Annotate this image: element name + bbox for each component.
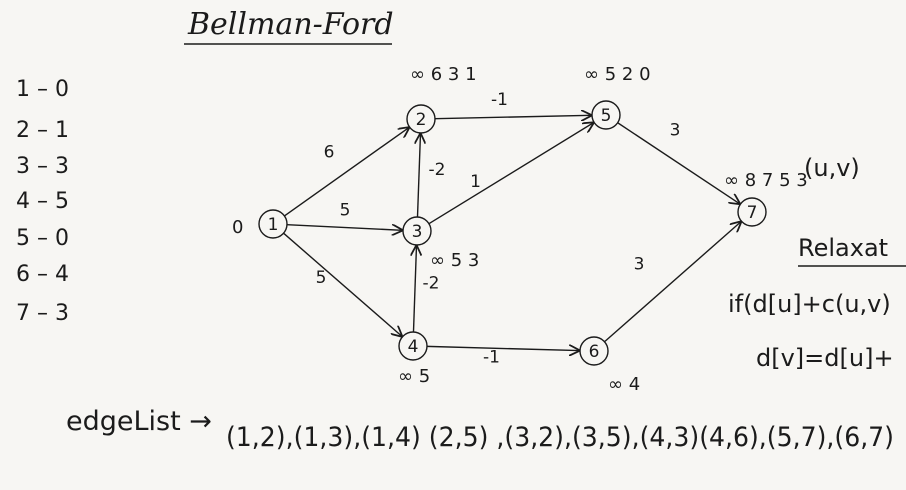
dist-row-3: 3 – 3: [16, 154, 69, 179]
node-circle-4: [398, 331, 428, 361]
dist-row-2: 2 – 1: [16, 118, 69, 143]
node-annotations: 0 ∞ 6 3 1 ∞ 5 3 ∞ 5 ∞ 5 2 0 ∞ 4 ∞ 8 7 5 …: [232, 64, 808, 395]
edge-list-label: edgeList →: [66, 406, 212, 437]
node-5: 5: [591, 100, 621, 130]
annotation-node-3: ∞ 5 3: [430, 250, 479, 271]
node-circle-3: [402, 216, 432, 246]
annotation-node-2: ∞ 6 3 1: [410, 64, 477, 85]
edge-weight-1-2: 6: [324, 143, 335, 163]
node-2: 2: [406, 104, 436, 134]
node-label-3: 3: [412, 222, 423, 242]
node-1: 1: [258, 209, 288, 239]
node-circle-1: [258, 209, 288, 239]
node-circle-5: [591, 100, 621, 130]
distance-table: 1 – 0 2 – 1 3 – 3 4 – 5 5 – 0 6 – 4 7 – …: [16, 77, 69, 326]
node-label-1: 1: [268, 215, 279, 235]
edge-weight-3-5: 1: [470, 172, 481, 192]
edge-2-5: [434, 115, 591, 118]
annotation-node-6: ∞ 4: [608, 374, 640, 395]
edge-weight-2-5: -1: [491, 90, 508, 110]
edge-1-3: [286, 223, 402, 231]
annotation-node-7: ∞ 8 7 5 3: [724, 170, 808, 191]
pair-label: (u,v): [804, 154, 860, 182]
edge-1-2: [284, 128, 408, 217]
edge-list: (1,2),(1,3),(1,4) (2,5) ,(3,2),(3,5),(4,…: [226, 422, 894, 453]
edge-4-6: [426, 346, 579, 350]
dist-row-1: 1 – 0: [16, 77, 69, 102]
formula-assign: d[v]=d[u]+: [756, 344, 894, 372]
node-circle-7: [737, 197, 767, 227]
formula-if: if(d[u]+c(u,v): [728, 290, 891, 318]
node-7: 7: [737, 197, 767, 227]
edge-3-5: [428, 123, 593, 225]
edge-6-7: [604, 222, 741, 343]
dist-row-4: 4 – 5: [16, 189, 69, 214]
node-label-4: 4: [408, 337, 419, 357]
annotation-node-5: ∞ 5 2 0: [584, 64, 651, 85]
dist-row-6: 6 – 4: [16, 262, 69, 287]
dist-row-7: 7 – 3: [16, 301, 69, 326]
node-6: 6: [579, 336, 609, 366]
edge-weight-5-7: 3: [670, 121, 681, 141]
edge-1-4: [283, 232, 402, 336]
diagram-title: Bellman-Ford: [187, 7, 394, 42]
node-circle-2: [406, 104, 436, 134]
dist-row-5: 5 – 0: [16, 226, 69, 251]
node-label-6: 6: [589, 342, 600, 362]
annotation-node-4: ∞ 5: [398, 366, 430, 387]
edge-3-2: [417, 134, 420, 218]
edge-weight-6-7: 3: [634, 255, 645, 275]
edge-5-7: [617, 122, 740, 204]
node-label-5: 5: [601, 106, 612, 126]
relaxation-label: Relaxat: [798, 234, 888, 262]
edge-weight-3-2: -2: [429, 160, 446, 180]
edge-weight-4-3: -2: [423, 274, 440, 294]
edge-weight-4-6: -1: [483, 348, 500, 368]
edges: 6 5 5 -1 -2 1 -2 -1 3 3: [283, 90, 741, 368]
annotation-node-1: 0: [232, 217, 243, 238]
node-label-7: 7: [747, 203, 758, 223]
edge-4-3: [413, 246, 416, 333]
node-circle-6: [579, 336, 609, 366]
nodes: 1 2 3 4 5 6 7: [258, 100, 767, 366]
node-3: 3: [402, 216, 432, 246]
node-label-2: 2: [416, 110, 427, 130]
node-4: 4: [398, 331, 428, 361]
edge-weight-1-4: 5: [316, 268, 327, 288]
edge-weight-1-3: 5: [340, 201, 351, 221]
